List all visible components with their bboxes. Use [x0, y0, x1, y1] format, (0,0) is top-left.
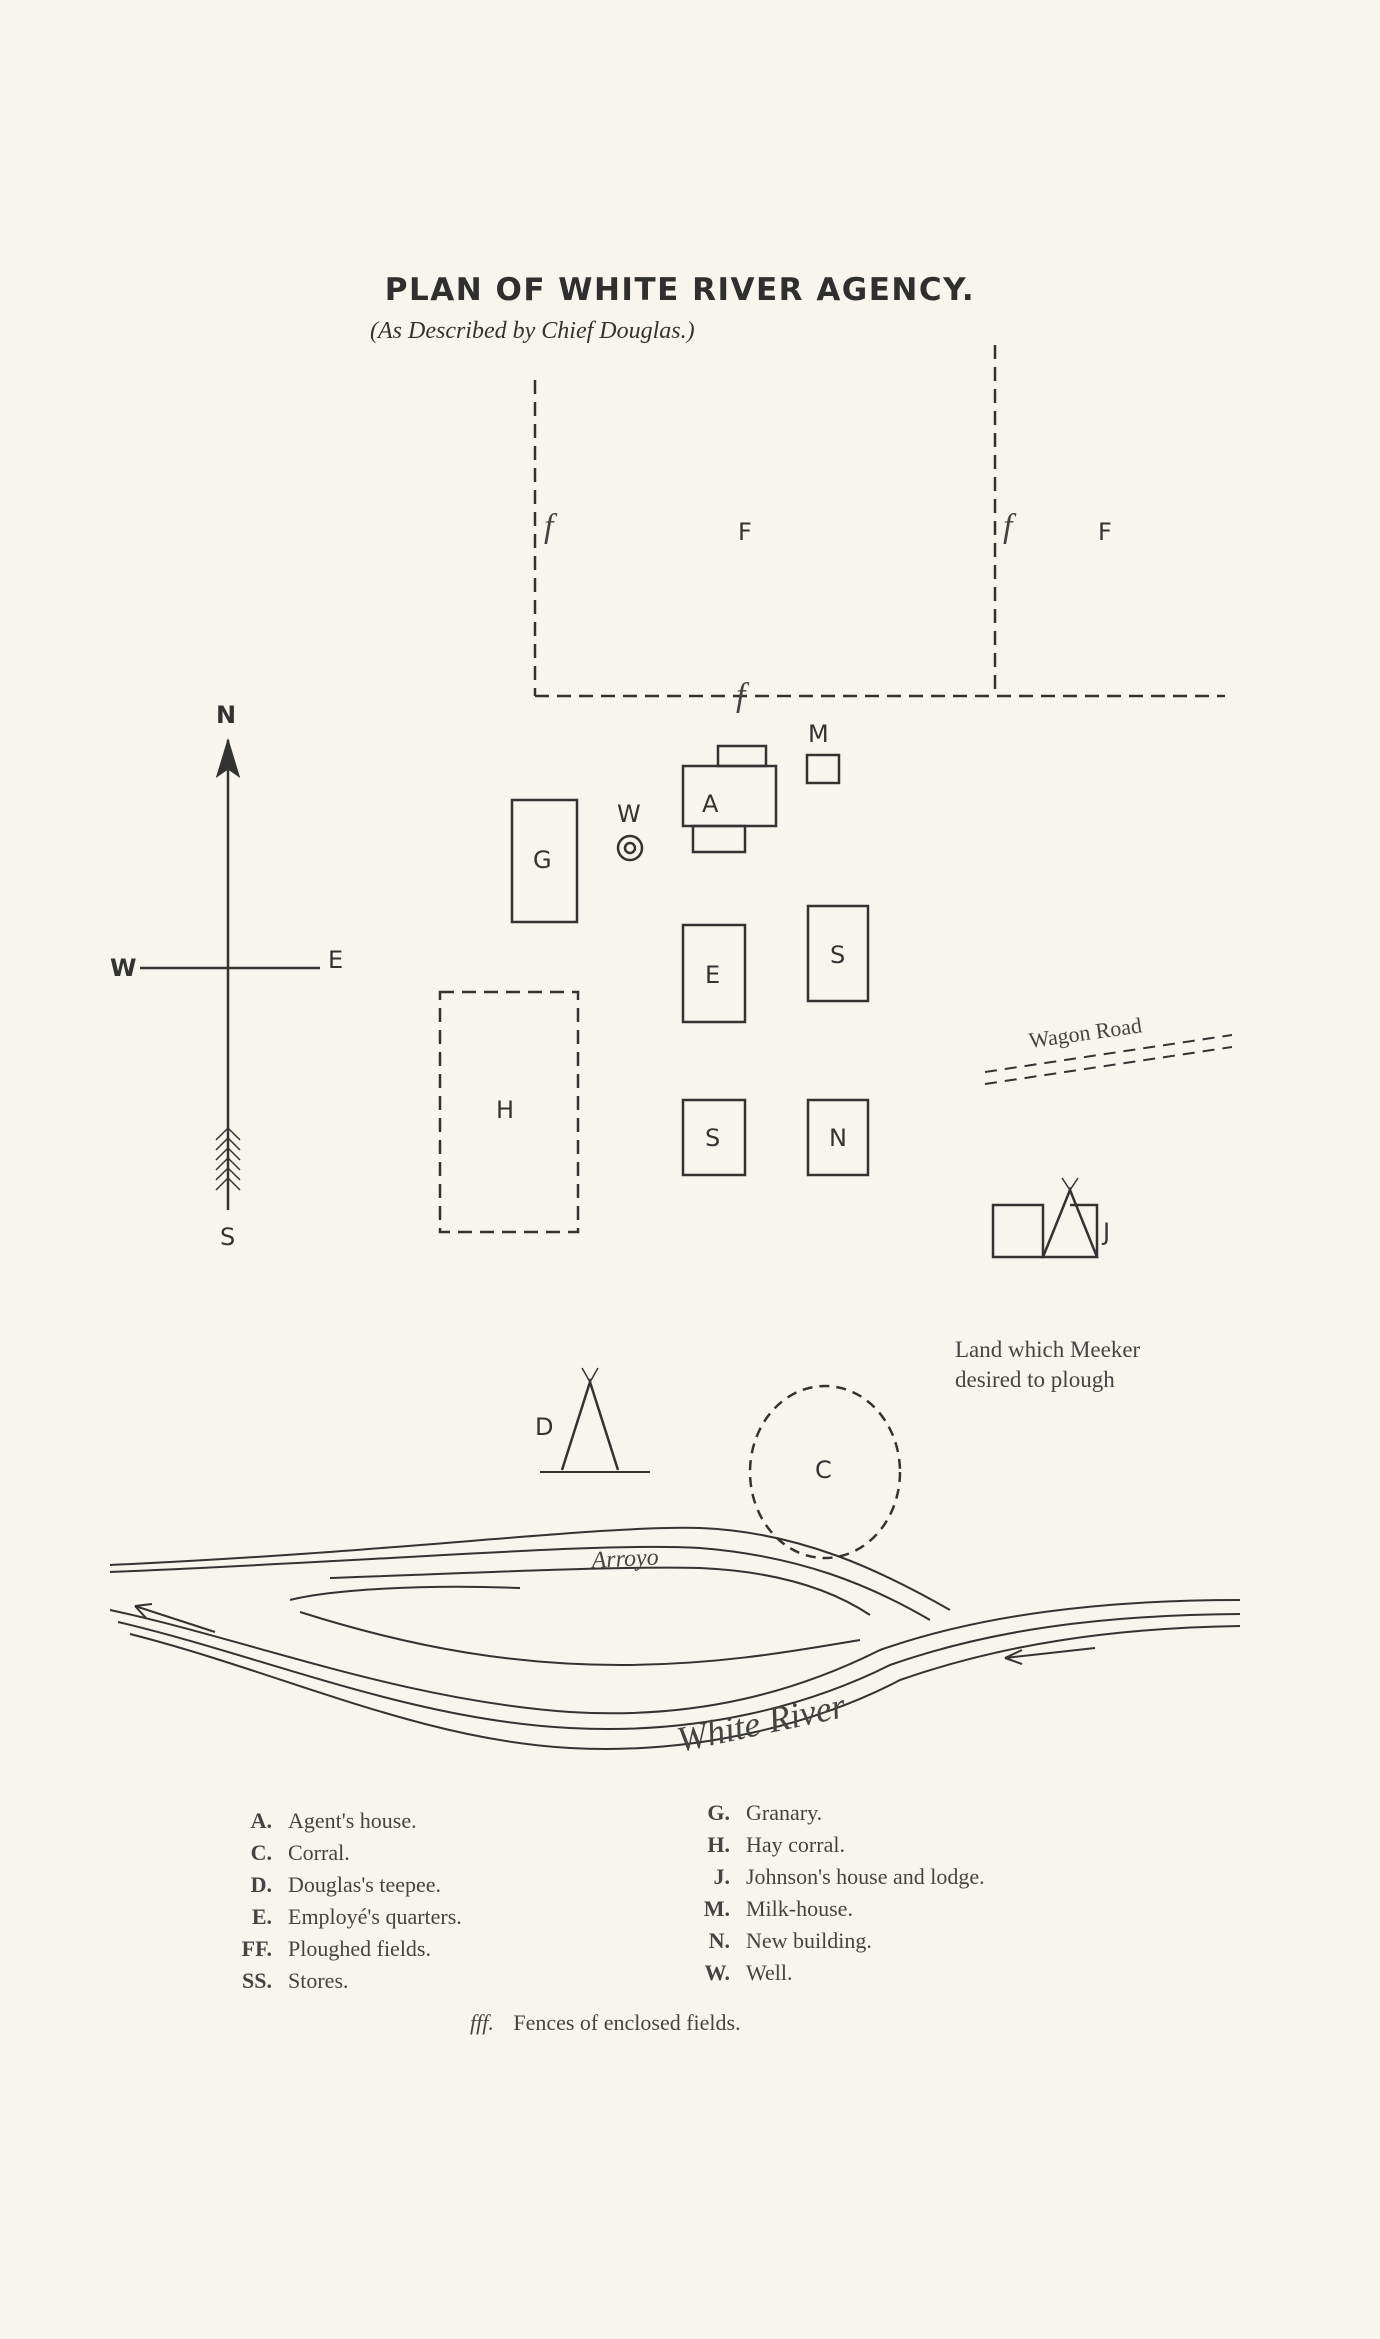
label-new-building: N	[829, 1124, 847, 1152]
stores-south	[681, 1098, 747, 1177]
well-inner	[623, 841, 637, 855]
label-johnson: J	[1101, 1218, 1110, 1246]
legend-item: E.Employé's quarters.	[251, 1904, 462, 1929]
label-wagon-road: Wagon Road	[1027, 1012, 1143, 1053]
label-field-F-right: F	[1098, 518, 1112, 546]
legend-item: FF.Ploughed fields.	[241, 1936, 431, 1961]
label-stores-north: S	[830, 941, 845, 969]
white-river	[109, 1585, 1241, 1750]
agents-house	[681, 764, 778, 828]
label-arroyo: Arroyo	[589, 1545, 659, 1575]
label-hay-corral: H	[496, 1096, 514, 1124]
label-fence-f-bottom: f	[736, 677, 750, 714]
hay-corral	[438, 990, 580, 1234]
legend-item: SS.Stores.	[242, 1968, 349, 1993]
legend-item: C.Corral.	[250, 1840, 350, 1865]
stores-north	[806, 904, 870, 1003]
legend-item: G.Granary.	[707, 1800, 823, 1825]
label-employes-quarters: E	[705, 961, 720, 989]
legend-fences-key: fff.	[470, 2010, 494, 2035]
compass-south-feathers	[215, 1127, 241, 1191]
label-fence-f-left: f	[544, 508, 558, 545]
label-meeker-line2: desired to plough	[955, 1367, 1115, 1392]
legend-item: N.New building.	[708, 1928, 872, 1953]
label-granary: G	[533, 846, 552, 874]
legend-item: H.Hay corral.	[707, 1832, 845, 1857]
johnsons-house	[991, 1203, 1045, 1259]
legend-fences: fff. Fences of enclosed fields.	[470, 2010, 741, 2036]
corral	[748, 1384, 902, 1560]
agents-house-rear-annex	[691, 824, 747, 854]
arroyo	[109, 1526, 951, 1621]
compass-s-label: S	[220, 1223, 235, 1251]
legend-left: A.Agent's house. C.Corral. D.Douglas's t…	[232, 1808, 462, 2000]
granary	[510, 798, 579, 924]
legend-item: J.Johnson's house and lodge.	[713, 1864, 985, 1889]
compass-rose	[140, 737, 320, 1210]
wagon-road	[984, 1034, 1233, 1085]
label-meeker-line1: Land which Meeker	[955, 1337, 1141, 1362]
compass-n-label: N	[216, 701, 236, 729]
label-corral: C	[815, 1456, 832, 1484]
map-subtitle: (As Described by Chief Douglas.)	[370, 318, 695, 344]
employes-quarters	[681, 923, 747, 1024]
label-agents-house: A	[702, 790, 719, 818]
legend-item: W.Well.	[704, 1960, 793, 1985]
compass-north-arrowhead	[215, 737, 241, 779]
legend-right: G.Granary. H.Hay corral. J.Johnson's hou…	[690, 1800, 985, 1992]
label-well: W	[617, 800, 641, 828]
douglas-teepee	[560, 1377, 620, 1471]
legend-item: D.Douglas's teepee.	[250, 1872, 442, 1897]
legend-fences-desc: Fences of enclosed fields.	[513, 2010, 741, 2035]
johnsons-lodge	[1041, 1186, 1099, 1259]
river-flow-arrow	[1004, 1647, 1096, 1665]
label-fence-f-middle: f	[1003, 508, 1017, 545]
label-teepee: D	[535, 1413, 553, 1441]
agents-house-top-annex	[716, 744, 768, 768]
river-flow-arrow-west	[134, 1603, 216, 1633]
label-milk-house: M	[808, 720, 829, 748]
map-title: PLAN OF WHITE RIVER AGENCY.	[384, 272, 976, 308]
field-fences	[533, 345, 1225, 698]
milk-house	[805, 753, 841, 785]
compass-w-label: W	[110, 954, 136, 982]
legend-item: A.Agent's house.	[250, 1808, 417, 1833]
label-stores-south: S	[705, 1124, 720, 1152]
compass-e-label: E	[328, 946, 343, 974]
new-building	[806, 1098, 870, 1177]
label-field-F: F	[738, 518, 752, 546]
label-white-river: White River	[673, 1685, 849, 1760]
legend-item: M.Milk-house.	[703, 1896, 853, 1921]
well-outer	[616, 834, 644, 862]
